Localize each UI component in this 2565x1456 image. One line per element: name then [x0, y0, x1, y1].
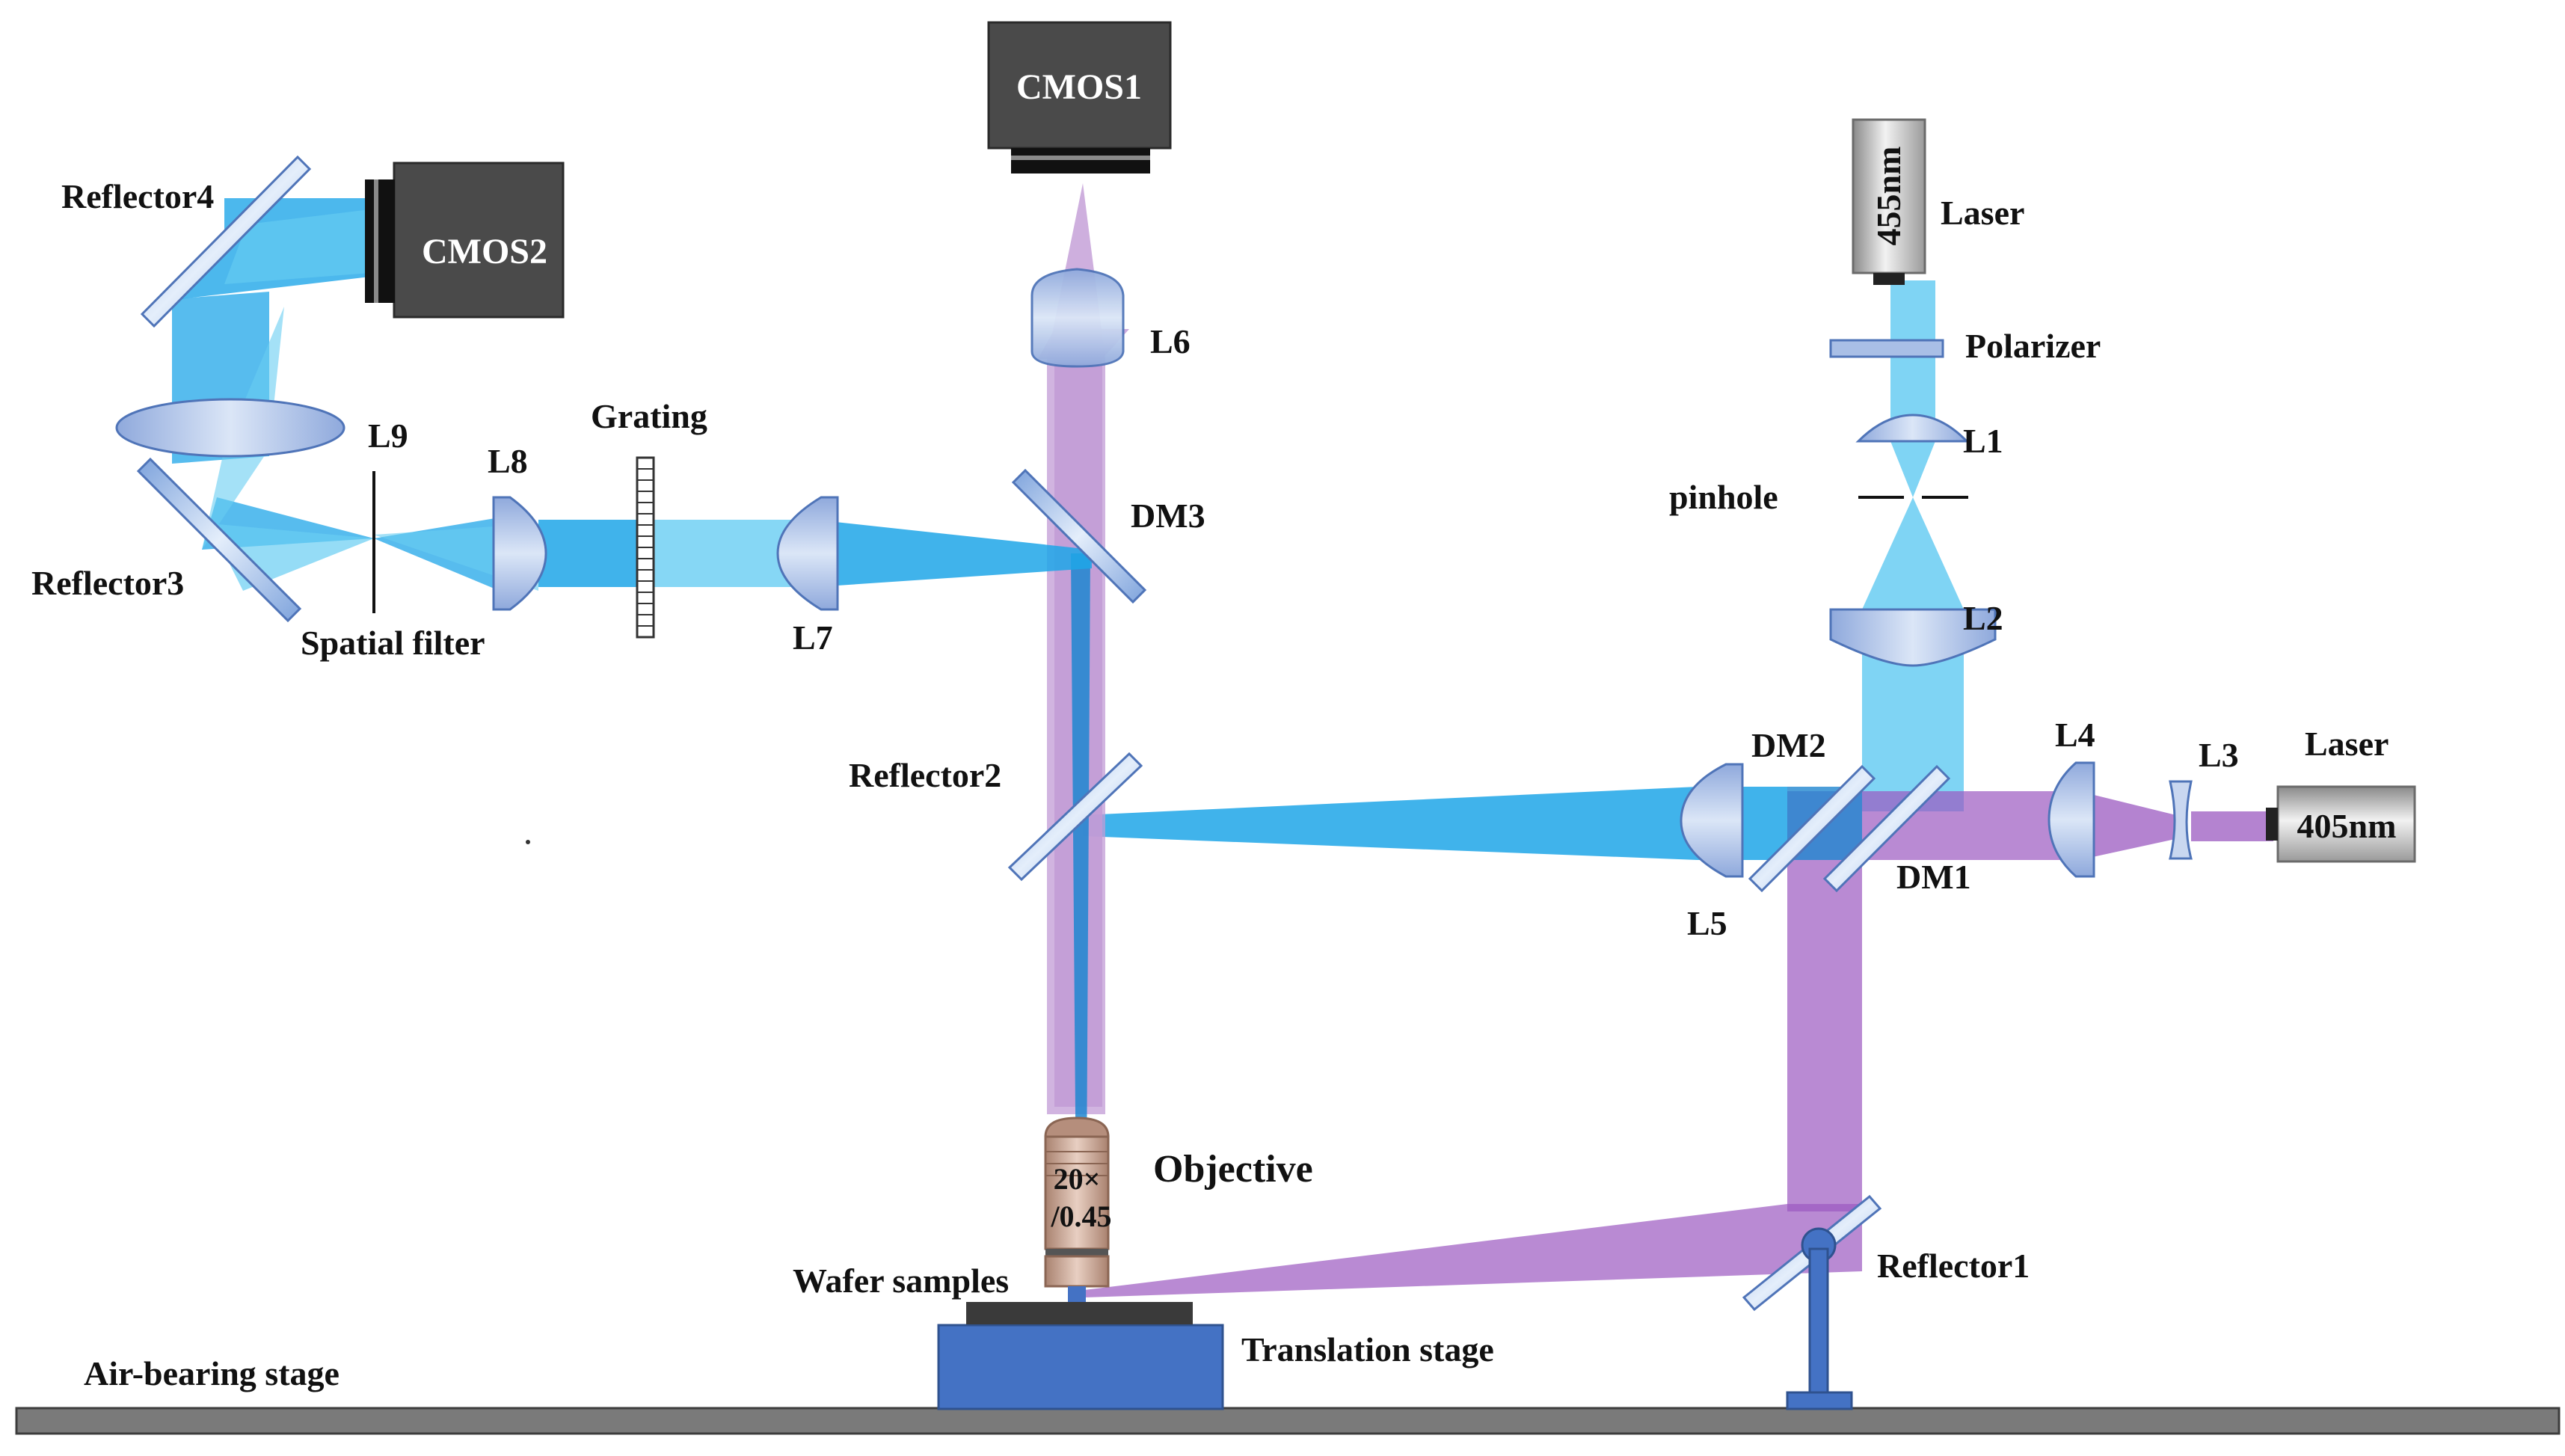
lens-l5 [1680, 763, 1744, 878]
label-l4: L4 [2055, 716, 2095, 754]
laser-455-wavelength: 455nm [1870, 147, 1908, 246]
lens-l6 [1030, 268, 1125, 368]
label-spatial-filter: Spatial filter [301, 624, 485, 662]
label-grating: Grating [591, 397, 707, 435]
lens-l4 [2048, 761, 2095, 878]
reflector3-mirror [136, 457, 302, 623]
polarizer-plate [1829, 339, 1944, 358]
laser-module-icon [2276, 785, 2416, 863]
label-objective: Objective [1153, 1148, 1313, 1191]
label-l9: L9 [368, 417, 408, 455]
beam-grating-to-l8 [538, 520, 643, 587]
beam-455-focus-upper [1890, 441, 1935, 497]
cmos1-camera: CMOS1 [987, 21, 1172, 173]
label-reflector2: Reflector2 [849, 756, 1001, 794]
label-reflector4: Reflector4 [61, 177, 214, 215]
beam-405-input [2191, 811, 2273, 841]
reflector2-mirror [1007, 752, 1143, 882]
air-bearing-ground [15, 1407, 2561, 1435]
reflector1-mount [1786, 1227, 1853, 1410]
label-reflector1: Reflector1 [1877, 1247, 2030, 1285]
label-l1: L1 [1963, 422, 2003, 460]
label-dm1: DM1 [1896, 858, 1971, 896]
cmos1-lens-ring [1011, 156, 1150, 160]
label-l3: L3 [2199, 736, 2239, 774]
wafer-sample-plate [966, 1302, 1193, 1324]
lens-l3 [2169, 780, 2193, 860]
label-dm2: DM2 [1751, 726, 1826, 764]
grating-element [636, 456, 655, 639]
label-l7: L7 [793, 618, 833, 657]
label-laser-right: Laser [2305, 725, 2389, 763]
laser-455-aperture [1873, 273, 1905, 285]
lens-l8 [492, 496, 547, 611]
cmos2-lens-ring [374, 179, 378, 303]
camera-icon [393, 162, 565, 319]
label-l8: L8 [488, 442, 528, 480]
beam-blue-to-reflector2 [1083, 787, 1787, 860]
objective-na: /0.45 [1050, 1199, 1111, 1233]
beam-405-down [1787, 860, 1862, 1211]
laser-455-module: 455nm [1852, 118, 1926, 285]
objective-lens: 20× /0.45 [1044, 1116, 1112, 1302]
objective-magnification: 20× [1054, 1162, 1101, 1196]
label-air-bearing-stage: Air-bearing stage [84, 1354, 340, 1392]
lens-l7 [776, 496, 839, 611]
cmos1-label: CMOS1 [1016, 67, 1142, 107]
label-laser-top: Laser [1941, 194, 2024, 232]
beam-405-to-objective [1084, 1204, 1862, 1297]
label-reflector3: Reflector3 [31, 564, 184, 602]
beam-455-expanding [1862, 497, 1964, 609]
beam-reflector4-cmos2-light [224, 209, 370, 284]
label-wafer-samples: Wafer samples [793, 1262, 1009, 1300]
component-labels: Reflector4 L9 L8 Grating Reflector3 Spat… [31, 177, 2389, 1392]
dm3-mirror [1011, 468, 1147, 604]
laser-405-aperture [2266, 808, 2278, 841]
laser-405-module: 405nm [2266, 785, 2416, 863]
beam-paths [172, 183, 2273, 1297]
reflector4-mirror [140, 155, 312, 328]
beam-405-expanding [2079, 791, 2182, 860]
cmos2-camera: CMOS2 [365, 162, 565, 319]
stray-dot [526, 840, 530, 844]
label-dm3: DM3 [1131, 497, 1205, 535]
label-pinhole: pinhole [1669, 478, 1778, 516]
label-l5: L5 [1687, 904, 1727, 942]
translation-stage-block [937, 1324, 1224, 1410]
laser-module-icon [1852, 118, 1926, 274]
lens-l9 [115, 398, 345, 458]
lens-l2 [1829, 608, 1997, 667]
dm2-mirror [1748, 764, 1876, 893]
dm1-mirror [1822, 764, 1951, 893]
cmos1-lens-mount [1011, 148, 1150, 173]
beam-blue-narrow [1071, 553, 1090, 1297]
camera-icon [987, 21, 1172, 150]
label-l2: L2 [1963, 599, 2003, 637]
label-polarizer: Polarizer [1965, 327, 2101, 365]
label-translation-stage: Translation stage [1241, 1330, 1494, 1369]
cmos2-lens-mount [365, 179, 395, 303]
label-l6: L6 [1150, 322, 1191, 360]
lens-l1 [1855, 414, 1970, 443]
cmos2-label: CMOS2 [422, 232, 547, 271]
laser-405-wavelength: 405nm [2297, 807, 2397, 845]
beam-dm3-to-l7 [815, 520, 1092, 587]
